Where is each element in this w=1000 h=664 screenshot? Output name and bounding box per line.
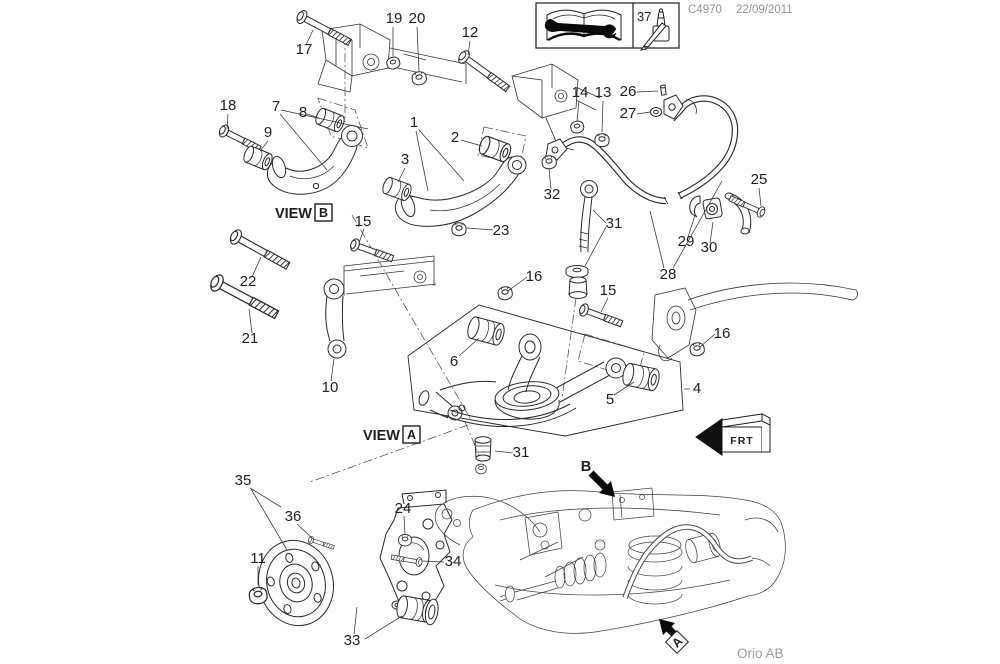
nut-20 xyxy=(410,70,428,87)
callout-32: 32 xyxy=(544,186,561,203)
callout-18: 18 xyxy=(220,97,237,114)
drawing-code: C4970 xyxy=(688,4,722,16)
leader-lines xyxy=(226,26,762,640)
callout-34: 34 xyxy=(445,553,462,570)
publisher-label: Orio AB xyxy=(737,646,784,661)
callout-9: 9 xyxy=(264,124,272,141)
arrow-b-letter: B xyxy=(581,459,591,475)
callout-26: 26 xyxy=(620,83,637,100)
view-b-word: VIEW xyxy=(275,206,312,222)
callout-1: 1 xyxy=(410,114,418,131)
bushing-2 xyxy=(476,134,514,164)
view-a-letter: A xyxy=(407,428,416,442)
callout-6: 6 xyxy=(450,353,458,370)
view-a-arrow: A xyxy=(659,619,690,655)
stab-bushing-29 xyxy=(689,195,701,218)
callout-14: 14 xyxy=(572,84,589,101)
callout-2: 2 xyxy=(451,129,459,146)
legend-callout-37: 37 xyxy=(637,9,651,24)
bushing-6 xyxy=(465,315,507,347)
callout-8: 8 xyxy=(299,104,307,121)
view-b-letter: B xyxy=(319,206,328,220)
subframe-corner-sketch xyxy=(651,282,858,362)
callout-15-right: 15 xyxy=(600,282,617,299)
view-a-word: VIEW xyxy=(363,428,400,444)
callout-23: 23 xyxy=(493,222,510,239)
adhesive-icon xyxy=(639,8,670,51)
service-manual-icon xyxy=(544,9,622,42)
drawing-date: 22/09/2011 xyxy=(736,4,793,16)
axle-overview-sketch xyxy=(434,487,786,634)
bushing-5 xyxy=(620,361,662,393)
view-a-label: VIEW A xyxy=(363,425,421,444)
bolt-15-right xyxy=(577,302,625,331)
frt-direction-arrow: FRT xyxy=(695,413,771,456)
nut-23 xyxy=(451,222,467,237)
callout-29: 29 xyxy=(678,233,695,250)
callout-16-left: 16 xyxy=(526,268,543,285)
callout-36: 36 xyxy=(285,508,302,525)
bushing-9 xyxy=(241,144,275,172)
callout-4: 4 xyxy=(693,380,701,397)
bumper-31 xyxy=(474,436,492,462)
link-10 xyxy=(323,278,347,359)
nut-24 xyxy=(398,533,412,547)
callout-7: 7 xyxy=(272,98,280,115)
callout-24: 24 xyxy=(395,500,412,517)
callout-33: 33 xyxy=(344,632,361,649)
grommet-27 xyxy=(650,107,662,117)
nut-below-bumper-31 xyxy=(475,463,487,475)
view-b-arrow: B xyxy=(581,459,615,497)
wheel-hub-35 xyxy=(258,539,334,627)
callout-20: 20 xyxy=(409,10,426,27)
callout-5: 5 xyxy=(606,391,614,408)
pin-26 xyxy=(659,84,667,96)
callout-35: 35 xyxy=(235,472,252,489)
callout-31-lower: 31 xyxy=(513,444,530,461)
frame-rail-sketch xyxy=(343,255,437,296)
callout-10: 10 xyxy=(322,379,339,396)
body-bracket-12-sketch xyxy=(511,63,601,151)
stab-bushing-30 xyxy=(702,197,723,220)
legend-box: 37 xyxy=(535,2,680,51)
callout-22: 22 xyxy=(240,273,257,290)
callout-17: 17 xyxy=(296,41,313,58)
bushing-8 xyxy=(313,106,347,134)
stab-link-31 xyxy=(565,180,598,299)
center-lines xyxy=(309,36,645,483)
bolt-15-left xyxy=(348,237,396,266)
overview-stab-bar xyxy=(622,524,754,599)
callout-27: 27 xyxy=(620,105,637,122)
upper-arm-1 xyxy=(395,155,527,227)
nut-16-right xyxy=(688,341,706,358)
knuckle xyxy=(379,489,453,617)
view-b-label: VIEW B xyxy=(275,203,333,222)
bolt-12 xyxy=(455,48,513,95)
callout-30: 30 xyxy=(701,239,718,256)
lower-arm xyxy=(418,333,627,427)
callout-13: 13 xyxy=(595,84,612,101)
callout-28: 28 xyxy=(660,266,677,283)
callout-12: 12 xyxy=(462,24,479,41)
callout-16-right: 16 xyxy=(714,325,731,342)
callout-3: 3 xyxy=(401,151,409,168)
frt-label: FRT xyxy=(730,435,753,447)
upper-arm-view-b xyxy=(267,125,363,195)
washer-14 xyxy=(569,119,586,135)
callout-25: 25 xyxy=(751,171,768,188)
stabilizer-bar xyxy=(545,94,739,205)
callout-15-left: 15 xyxy=(355,213,372,230)
bolt-22 xyxy=(227,227,293,274)
bushing-3 xyxy=(380,175,414,203)
callout-21: 21 xyxy=(242,330,259,347)
callout-11: 11 xyxy=(250,550,266,567)
callout-31-upper: 31 xyxy=(606,215,623,232)
lower-arm-boundary xyxy=(407,304,684,437)
nut-16-left xyxy=(496,285,514,302)
nut-13 xyxy=(594,133,610,148)
callout-19: 19 xyxy=(386,10,403,27)
